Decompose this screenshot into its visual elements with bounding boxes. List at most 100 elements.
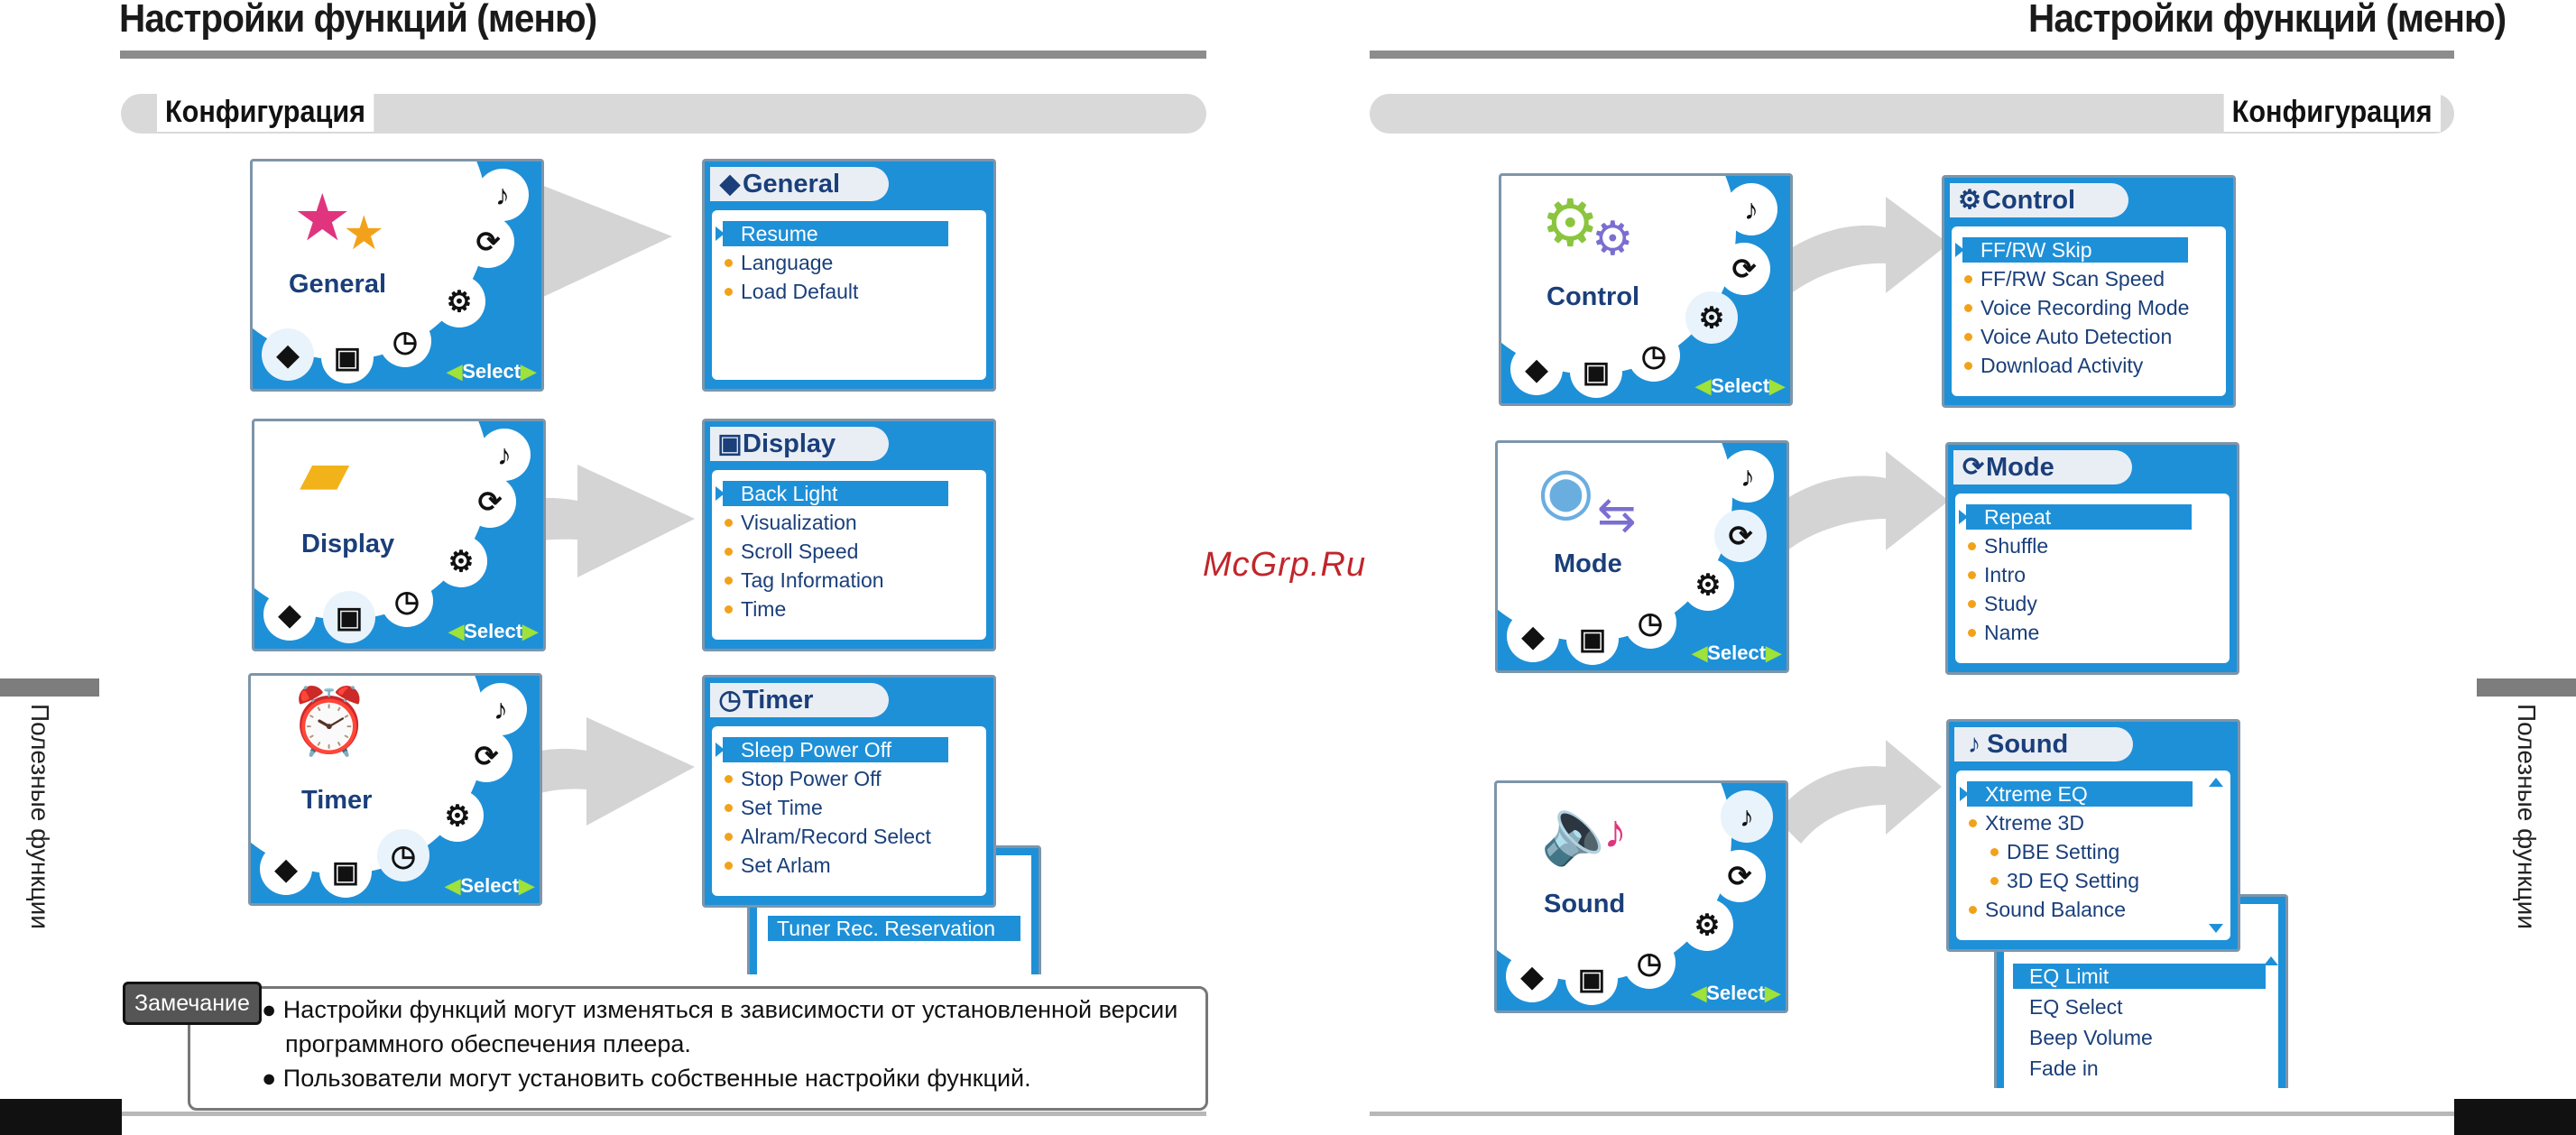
arrow-general [287, 185, 1949, 871]
scroll-down-icon[interactable] [2209, 924, 2223, 933]
menu-item-dbe-setting[interactable]: DBE Setting [1989, 839, 2119, 864]
repeat-icon[interactable]: ⟳ [460, 730, 512, 782]
clock-icon[interactable]: ◷ [377, 829, 429, 881]
speaker-note-icon: 🔈 [1540, 795, 1621, 867]
menu-item-name[interactable]: Name [1966, 620, 2039, 645]
repeat-icon[interactable]: ⟳ [1714, 510, 1767, 562]
music-note-icon[interactable]: ♪ [478, 429, 531, 481]
menu-item-download-activity[interactable]: Download Activity [1962, 353, 2143, 378]
note-line-3: ● Пользователи могут установить собствен… [262, 1065, 1031, 1092]
cube-icon[interactable]: ◆ [1510, 343, 1563, 395]
side-tab-left [0, 678, 99, 697]
menu-item-repeat[interactable]: Repeat [1959, 504, 2192, 530]
footer-rule-left [122, 1112, 1206, 1116]
menu-item-tuner-rec[interactable]: Tuner Rec. Reservation [768, 916, 1020, 941]
menu-item-time[interactable]: Time [723, 596, 786, 622]
gear-icon[interactable]: ⚙ [431, 789, 484, 842]
music-note-icon[interactable]: ♪ [476, 169, 529, 221]
device-screen-general: ★ ★ General ♪ ⟳ ⚙ ◷ ▣ ◆ ◀Select▶ [250, 159, 544, 392]
repeat-icon[interactable]: ⟳ [462, 216, 514, 268]
gear-icon[interactable]: ⚙ [1682, 558, 1734, 611]
menu-panel: Resume Language Load Default [712, 210, 986, 380]
menu-item-scroll-speed[interactable]: Scroll Speed [723, 539, 858, 564]
stars-box-icon: ★ [293, 182, 352, 254]
side-label-left: Полезные функции [26, 704, 54, 929]
menu-item-ff-rw-scan-speed[interactable]: FF/RW Scan Speed [1962, 266, 2165, 291]
cube-icon[interactable]: ◆ [260, 843, 312, 895]
menu-item-resume[interactable]: Resume [716, 221, 948, 246]
clock-icon[interactable]: ◷ [1624, 596, 1676, 649]
menu-screen-control: ⚙Control FF/RW Skip FF/RW Scan Speed Voi… [1942, 175, 2236, 408]
menu-item-shuffle[interactable]: Shuffle [1966, 533, 2048, 558]
arrows-icon: ⇆ [1597, 489, 1637, 541]
repeat-icon[interactable]: ⟳ [1713, 850, 1766, 902]
music-note-icon[interactable]: ♪ [1721, 790, 1773, 843]
scroll-up-icon[interactable] [2209, 778, 2223, 787]
menu-item-ff-rw-skip[interactable]: FF/RW Skip [1955, 237, 2188, 263]
alarm-clock-icon: ⏰ [289, 686, 370, 758]
menu-item-tag-information[interactable]: Tag Information [723, 568, 884, 593]
note-line-2: программного обеспечения плеера. [285, 1030, 691, 1057]
menu-item-alram-record-select[interactable]: Alram/Record Select [723, 824, 931, 849]
menu-header: ◆General [710, 167, 889, 201]
gear-icon[interactable]: ⚙ [1685, 291, 1738, 344]
device-label: Display [301, 530, 395, 558]
gear-icon[interactable]: ⚙ [433, 275, 485, 328]
scroll-up-icon[interactable] [2264, 956, 2278, 965]
music-note-icon[interactable]: ♪ [1725, 183, 1777, 235]
monitor-icon[interactable]: ▣ [323, 591, 375, 643]
menu-item-sound-balance[interactable]: Sound Balance [1967, 897, 2126, 922]
monitor-icon[interactable]: ▣ [1566, 613, 1619, 665]
cube-icon[interactable]: ◆ [262, 328, 314, 381]
menu-item-back-light[interactable]: Back Light [716, 481, 948, 506]
cube-icon[interactable]: ◆ [263, 588, 316, 641]
select-hint: ◀Select▶ [1691, 982, 1780, 1004]
device-screen-display: ▰ Display ♪ ⟳ ⚙ ◷ ▣ ◆ ◀Select▶ [252, 419, 546, 651]
menu-item-xtreme-3d[interactable]: Xtreme 3D [1967, 810, 2084, 835]
menu-item-fade-in[interactable]: Fade in [2029, 1057, 2099, 1080]
menu-header: ⟳Mode [1953, 450, 2132, 484]
menu-header: ▣Display [710, 427, 889, 461]
cube-icon[interactable]: ◆ [1506, 950, 1558, 1002]
repeat-icon[interactable]: ⟳ [464, 475, 516, 528]
menu-item-visualization[interactable]: Visualization [723, 510, 857, 535]
menu-item-eq-limit[interactable]: EQ Limit [2013, 964, 2266, 989]
menu-item-stop-power-off[interactable]: Stop Power Off [723, 766, 882, 791]
clock-icon[interactable]: ◷ [381, 575, 433, 627]
device-label: Timer [301, 786, 373, 815]
header-rule-left [120, 51, 1206, 59]
menu-item-xtreme-eq[interactable]: Xtreme EQ [1960, 781, 2193, 807]
cube-icon[interactable]: ◆ [1507, 610, 1559, 662]
menu-item-voice-recording-mode[interactable]: Voice Recording Mode [1962, 295, 2189, 320]
monitor-icon[interactable]: ▣ [1570, 346, 1622, 398]
menu-item-set-time[interactable]: Set Time [723, 795, 823, 820]
clock-icon[interactable]: ◷ [1628, 329, 1680, 382]
device-screen-timer: ⏰ Timer ♪ ⟳ ⚙ ◷ ▣ ◆ ◀Select▶ [248, 673, 542, 906]
device-label: General [289, 270, 386, 299]
header-rule-right [1370, 51, 2454, 59]
menu-header: ⚙Control [1950, 183, 2128, 217]
menu-item-eq-select[interactable]: EQ Select [2029, 995, 2123, 1019]
menu-item-set-arlam[interactable]: Set Arlam [723, 853, 831, 878]
menu-item-voice-auto-detection[interactable]: Voice Auto Detection [1962, 324, 2172, 349]
music-note-icon[interactable]: ♪ [475, 683, 527, 735]
monitor-icon[interactable]: ▣ [319, 845, 372, 898]
menu-screen-sound: ♪Sound Xtreme EQ Xtreme 3D DBE Setting 3… [1946, 719, 2240, 952]
menu-item-load-default[interactable]: Load Default [723, 279, 858, 304]
monitor-icon[interactable]: ▣ [1565, 953, 1618, 1005]
select-hint: ◀Select▶ [1692, 641, 1781, 664]
monitor-icon[interactable]: ▣ [321, 331, 374, 383]
clock-icon[interactable]: ◷ [379, 315, 431, 367]
device-screen-mode: ◉ ⇆ Mode ♪ ⟳ ⚙ ◷ ▣ ◆ ◀Select▶ [1495, 440, 1789, 673]
clock-icon[interactable]: ◷ [1623, 937, 1676, 989]
menu-item-study[interactable]: Study [1966, 591, 2037, 616]
music-note-icon[interactable]: ♪ [1722, 450, 1774, 503]
gear-icon[interactable]: ⚙ [1681, 899, 1733, 951]
repeat-icon[interactable]: ⟳ [1718, 243, 1770, 295]
menu-item-3d-eq-setting[interactable]: 3D EQ Setting [1989, 868, 2139, 893]
menu-item-sleep-power-off[interactable]: Sleep Power Off [716, 737, 948, 762]
menu-item-intro[interactable]: Intro [1966, 562, 2026, 587]
menu-item-language[interactable]: Language [723, 250, 833, 275]
gear-icon[interactable]: ⚙ [435, 535, 487, 587]
menu-item-beep-volume[interactable]: Beep Volume [2029, 1026, 2153, 1049]
